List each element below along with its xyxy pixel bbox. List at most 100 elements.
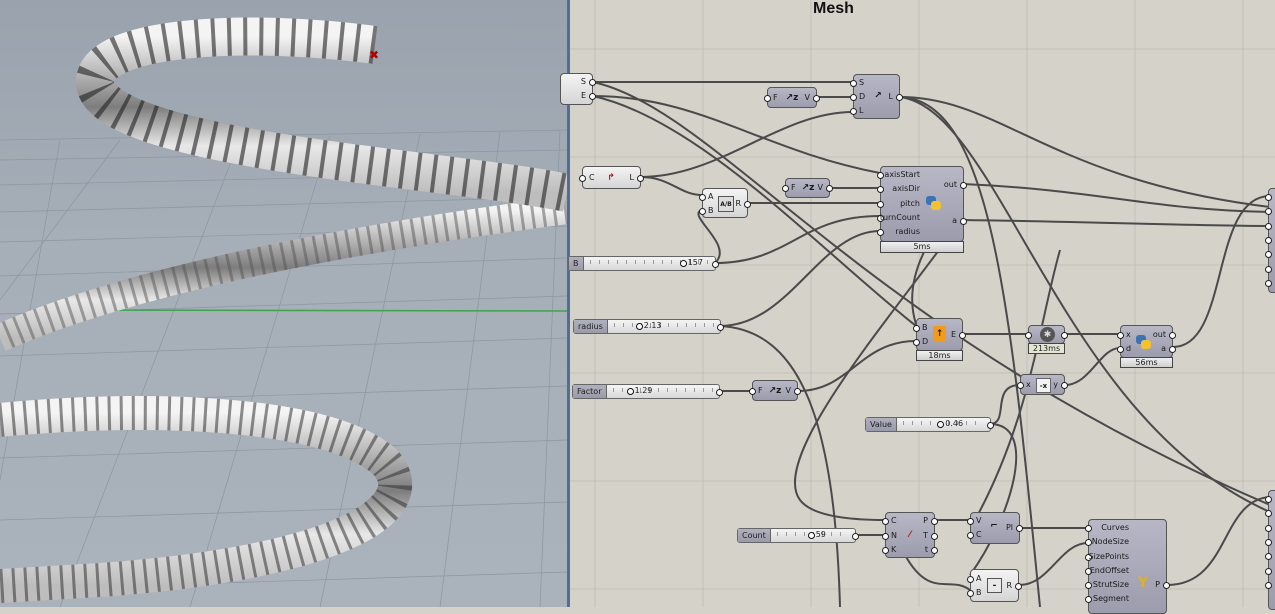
offscreen-component-top[interactable] — [1265, 188, 1275, 293]
input-port[interactable] — [1085, 568, 1092, 575]
slider-track[interactable]: 0.46 — [902, 418, 984, 431]
input-port[interactable] — [877, 201, 884, 208]
input-port[interactable] — [967, 576, 974, 583]
slider-radius[interactable]: radius 2.13 — [573, 319, 724, 334]
output-port[interactable] — [987, 422, 994, 429]
input-port[interactable] — [913, 339, 920, 346]
slider-knob[interactable] — [635, 323, 643, 330]
strut-nodes-component[interactable]: Curves NodeSize SizePoints EndOffset Str… — [1085, 519, 1170, 614]
curve-length-component[interactable]: C ↱ L — [579, 166, 644, 189]
output-port[interactable] — [716, 389, 723, 396]
unit-z-vector-component[interactable]: F ↗z V — [782, 178, 833, 198]
slider-track[interactable]: 2.13 — [613, 320, 714, 333]
output-port[interactable] — [959, 332, 966, 339]
input-port[interactable] — [877, 186, 884, 193]
input-port[interactable] — [764, 95, 771, 102]
input-port[interactable] — [1265, 251, 1272, 258]
slider-track[interactable]: 1.29 — [612, 385, 713, 398]
mesh-component[interactable]: ✱ — [1025, 325, 1068, 344]
slider-track[interactable]: 157 — [589, 257, 709, 270]
offscreen-component-bottom[interactable] — [1265, 490, 1275, 610]
slider-knob[interactable] — [626, 388, 634, 395]
output-port[interactable] — [931, 533, 938, 540]
output-port[interactable] — [712, 261, 719, 268]
input-port[interactable] — [1265, 568, 1272, 575]
input-port[interactable] — [877, 172, 884, 179]
output-port[interactable] — [852, 533, 859, 540]
output-port[interactable] — [1163, 582, 1170, 589]
slider-track[interactable]: 59 — [776, 529, 849, 542]
slider-factor[interactable]: Factor 1.29 — [572, 384, 723, 399]
divide-curve-component[interactable]: C N K ⁄ P T t — [882, 512, 938, 558]
input-port[interactable] — [579, 175, 586, 182]
input-port[interactable] — [967, 518, 974, 525]
output-port[interactable] — [1169, 332, 1176, 339]
input-port[interactable] — [850, 80, 857, 87]
input-port[interactable] — [1117, 346, 1124, 353]
input-port[interactable] — [782, 185, 789, 192]
input-port[interactable] — [1265, 496, 1272, 503]
input-port[interactable] — [699, 194, 706, 201]
input-port[interactable] — [749, 388, 756, 395]
python-script-component-2[interactable]: x d out a — [1117, 325, 1176, 358]
input-port[interactable] — [1265, 582, 1272, 589]
unit-z-vector-component[interactable]: F ↗z V — [764, 87, 820, 108]
input-port[interactable] — [699, 208, 706, 215]
output-port[interactable] — [813, 95, 820, 102]
input-port[interactable] — [1265, 510, 1272, 517]
input-port[interactable] — [1085, 582, 1092, 589]
output-port[interactable] — [960, 218, 967, 225]
input-port[interactable] — [882, 547, 889, 554]
input-port[interactable] — [1085, 596, 1092, 603]
output-port[interactable] — [826, 185, 833, 192]
input-port[interactable] — [1085, 554, 1092, 561]
slider-b[interactable]: B 157 — [568, 256, 719, 271]
output-port[interactable] — [1169, 346, 1176, 353]
output-port[interactable] — [1061, 382, 1068, 389]
output-port[interactable] — [896, 94, 903, 101]
input-port[interactable] — [882, 518, 889, 525]
input-port[interactable] — [1265, 266, 1272, 273]
input-port[interactable] — [877, 215, 884, 222]
slider-value[interactable]: Value 0.46 — [865, 417, 994, 432]
input-port[interactable] — [967, 532, 974, 539]
output-port[interactable] — [717, 324, 724, 331]
output-port[interactable] — [744, 201, 751, 208]
slider-count[interactable]: Count 59 — [737, 528, 859, 543]
negative-component[interactable]: x -x y — [1017, 374, 1068, 395]
input-port[interactable] — [877, 229, 884, 236]
input-port[interactable] — [1265, 539, 1272, 546]
input-port[interactable] — [1265, 525, 1272, 532]
division-component[interactable]: A B A/B R — [699, 188, 751, 218]
slider-knob[interactable] — [679, 260, 687, 267]
polyline-component[interactable]: V C ⌐ Pl — [967, 512, 1023, 544]
python-script-component[interactable]: axisStart axisDir pitch turnCount radius… — [877, 166, 967, 242]
slider-knob[interactable] — [937, 421, 945, 428]
unit-z-vector-component[interactable]: F ↗z V — [749, 380, 801, 401]
edge-component[interactable]: S E — [560, 73, 596, 105]
output-port[interactable] — [589, 79, 596, 86]
input-port[interactable] — [1085, 539, 1092, 546]
input-port[interactable] — [1265, 237, 1272, 244]
input-port[interactable] — [1025, 332, 1032, 339]
input-port[interactable] — [1265, 208, 1272, 215]
output-port[interactable] — [1016, 525, 1023, 532]
input-port[interactable] — [1117, 332, 1124, 339]
output-port[interactable] — [1015, 583, 1022, 590]
output-port[interactable] — [931, 518, 938, 525]
input-port[interactable] — [1017, 382, 1024, 389]
input-port[interactable] — [1265, 194, 1272, 201]
rhino-viewport[interactable]: ✖ — [0, 0, 567, 607]
extrude-component[interactable]: B D ↑ E — [913, 318, 966, 351]
input-port[interactable] — [913, 325, 920, 332]
slider-knob[interactable] — [807, 532, 815, 539]
input-port[interactable] — [1085, 525, 1092, 532]
output-port[interactable] — [960, 182, 967, 189]
input-port[interactable] — [1265, 223, 1272, 230]
output-port[interactable] — [794, 388, 801, 395]
input-port[interactable] — [1265, 280, 1272, 287]
output-port[interactable] — [931, 547, 938, 554]
output-port[interactable] — [589, 93, 596, 100]
panel-splitter[interactable] — [567, 0, 570, 607]
input-port[interactable] — [1265, 553, 1272, 560]
